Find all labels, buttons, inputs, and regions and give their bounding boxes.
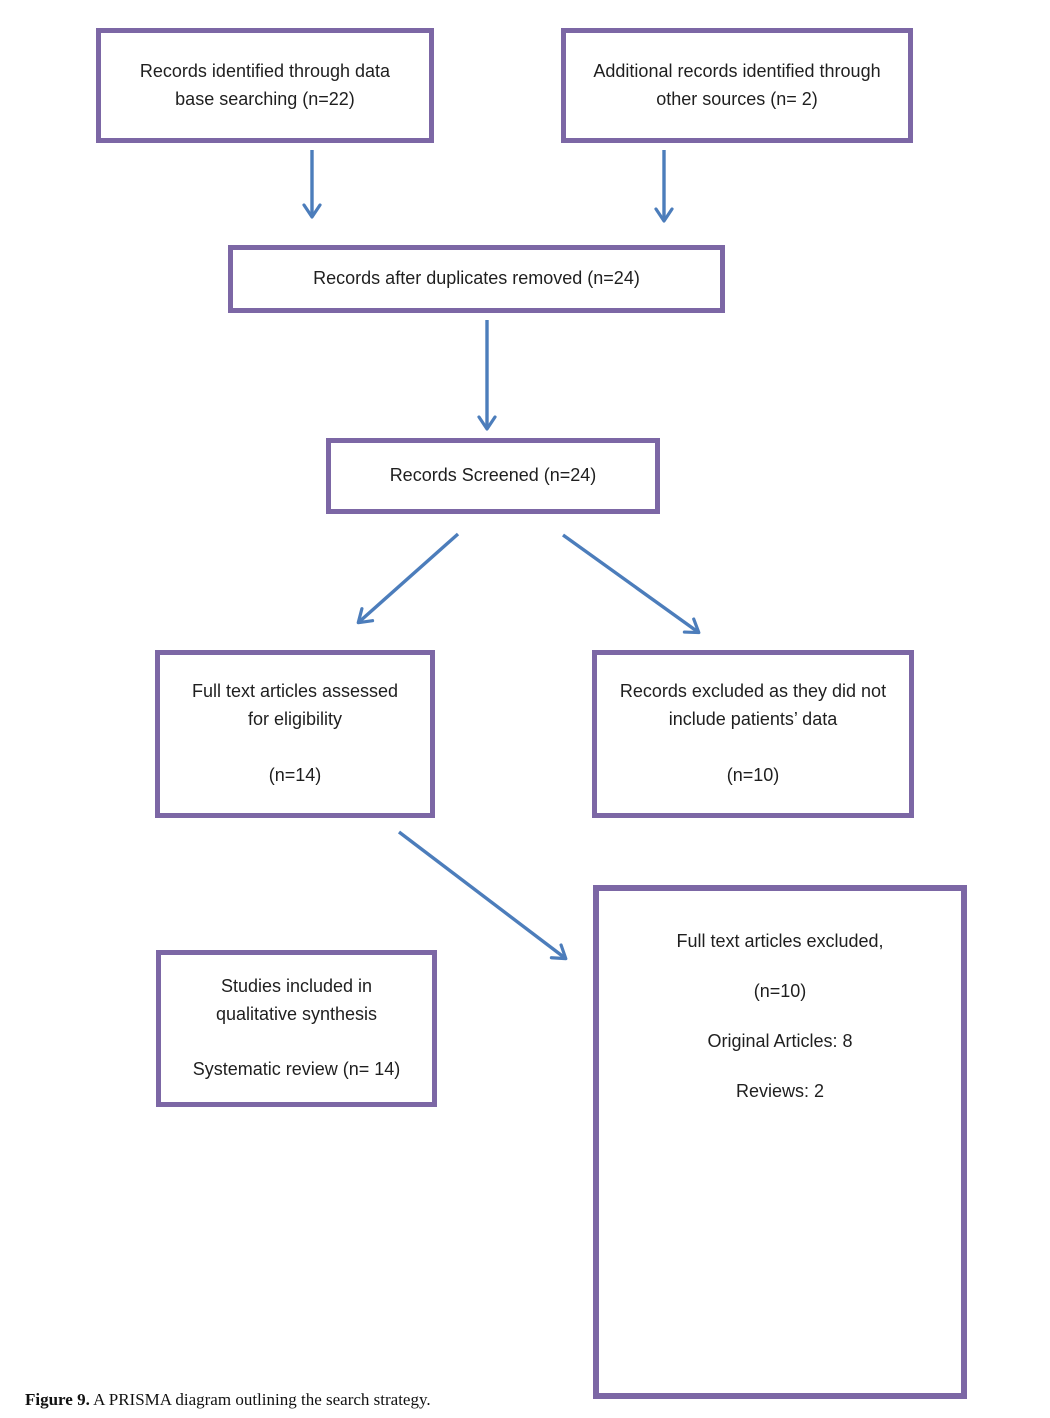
figure-caption-text: A PRISMA diagram outlining the search st… (89, 1390, 431, 1409)
box-additional-records: Additional records identified through ot… (561, 28, 913, 143)
box-duplicates-removed-text: Records after duplicates removed (n=24) (313, 268, 640, 289)
arrow-screened-to-fulltext (356, 532, 460, 625)
box-records-screened-text: Records Screened (n=24) (389, 465, 597, 486)
box-records-identified-text: Records identified through data base sea… (139, 60, 391, 109)
box-additional-records-text: Additional records identified through ot… (593, 60, 881, 109)
box-studies-included: Studies included in qualitative synthesi… (156, 950, 437, 1107)
box-fulltext-assessed: Full text articles assessed for eligibil… (155, 650, 435, 818)
arrow-screened-to-excluded (562, 533, 701, 635)
box-duplicates-removed: Records after duplicates removed (n=24) (228, 245, 725, 313)
figure-caption: Figure 9. A PRISMA diagram outlining the… (25, 1390, 431, 1410)
box-records-identified: Records identified through data base sea… (96, 28, 434, 143)
figure-caption-label: Figure 9. (25, 1390, 90, 1409)
box-fulltext-excluded: Full text articles excluded, (n=10) Orig… (593, 885, 967, 1399)
box-records-screened: Records Screened (n=24) (326, 438, 660, 514)
box-studies-included-text: Studies included in qualitative synthesi… (192, 975, 401, 1080)
arrow-fulltext-to-fulltext-excluded (397, 830, 568, 961)
box-records-excluded: Records excluded as they did not include… (592, 650, 914, 818)
box-records-excluded-text: Records excluded as they did not include… (619, 681, 887, 785)
box-fulltext-excluded-text: Full text articles excluded, (n=10) Orig… (676, 931, 884, 1101)
box-fulltext-assessed-text: Full text articles assessed for eligibil… (191, 681, 399, 785)
